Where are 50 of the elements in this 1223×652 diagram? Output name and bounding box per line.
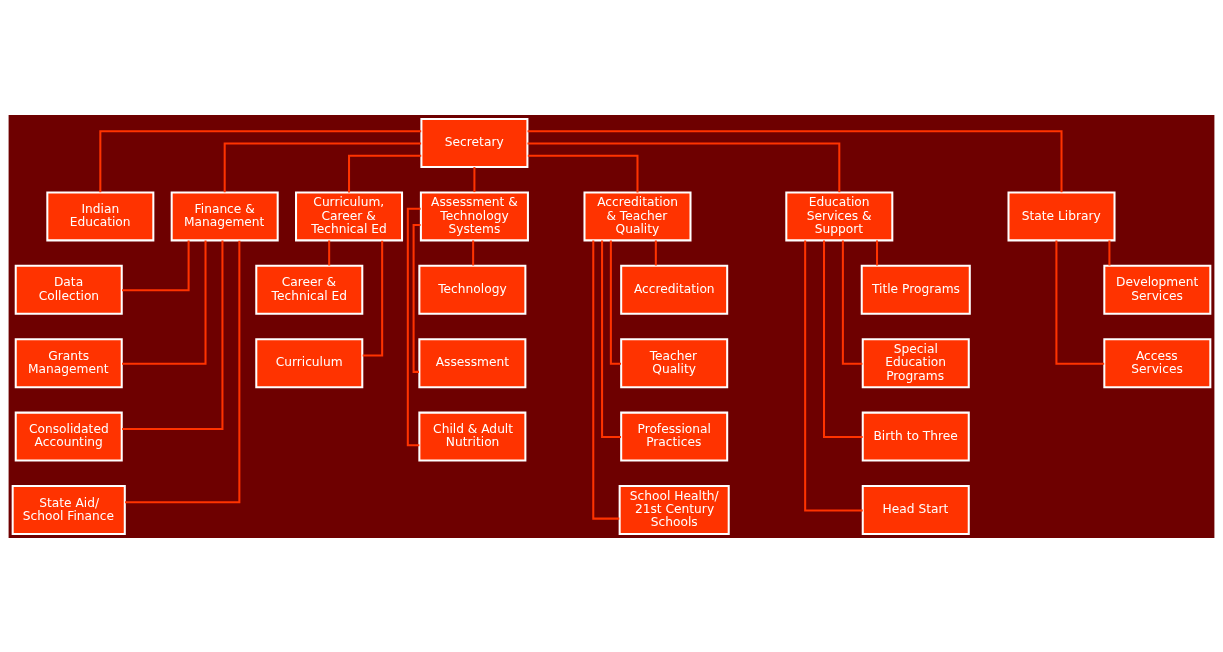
node-box: State Aid/ School Finance <box>11 484 126 535</box>
connector <box>223 142 422 192</box>
node-box: Secretary <box>420 117 529 168</box>
connector <box>122 239 224 430</box>
node-box: Indian Education <box>46 190 155 241</box>
node-box: Grants Management <box>14 337 123 388</box>
node-box: Birth to Three <box>861 411 970 462</box>
node-box: Child & Adult Nutrition <box>418 411 527 462</box>
node-box: Consolidated Accounting <box>14 411 123 462</box>
node-box: Professional Practices <box>620 411 729 462</box>
connector <box>592 239 620 520</box>
connector <box>654 239 657 265</box>
connector <box>1055 239 1105 365</box>
connector <box>412 223 421 373</box>
connector <box>527 154 639 192</box>
connector <box>1108 239 1111 265</box>
node-box: Access Services <box>1103 337 1212 388</box>
node-box: Special Education Programs <box>861 337 970 388</box>
node-box: Curriculum <box>255 337 364 388</box>
node-box: Teacher Quality <box>620 337 729 388</box>
connector <box>876 239 879 265</box>
node-box: Accreditation & Teacher Quality <box>583 190 692 241</box>
node-box: Accreditation <box>620 264 729 315</box>
connector <box>609 239 622 365</box>
node-box: State Library <box>1007 190 1116 241</box>
connector <box>804 240 863 511</box>
node-box: Career & Technical Ed <box>255 264 364 315</box>
node-box: Title Programs <box>860 264 971 315</box>
connector <box>122 240 190 291</box>
connector <box>527 129 1063 192</box>
connector <box>125 240 241 503</box>
connector <box>348 154 422 192</box>
node-box: Assessment <box>418 337 527 388</box>
node-box: Data Collection <box>14 264 123 315</box>
node-box: Technology <box>418 264 527 315</box>
node-box: Finance & Management <box>170 190 279 241</box>
connector <box>823 239 863 438</box>
node-box: Development Services <box>1103 264 1212 315</box>
node-box: Head Start <box>861 484 970 535</box>
connector <box>122 239 207 365</box>
node-box: Assessment & Technology Systems <box>419 190 529 241</box>
node-box: School Health/ 21st Century Schools <box>618 484 730 535</box>
connector <box>328 239 331 265</box>
connector <box>527 142 841 192</box>
connector <box>473 166 476 192</box>
node-box: Education Services & Support <box>785 190 894 241</box>
connector <box>99 129 422 192</box>
node-box: Curriculum, Career & Technical Ed <box>295 190 404 241</box>
connector <box>472 239 475 265</box>
connector <box>406 207 421 446</box>
